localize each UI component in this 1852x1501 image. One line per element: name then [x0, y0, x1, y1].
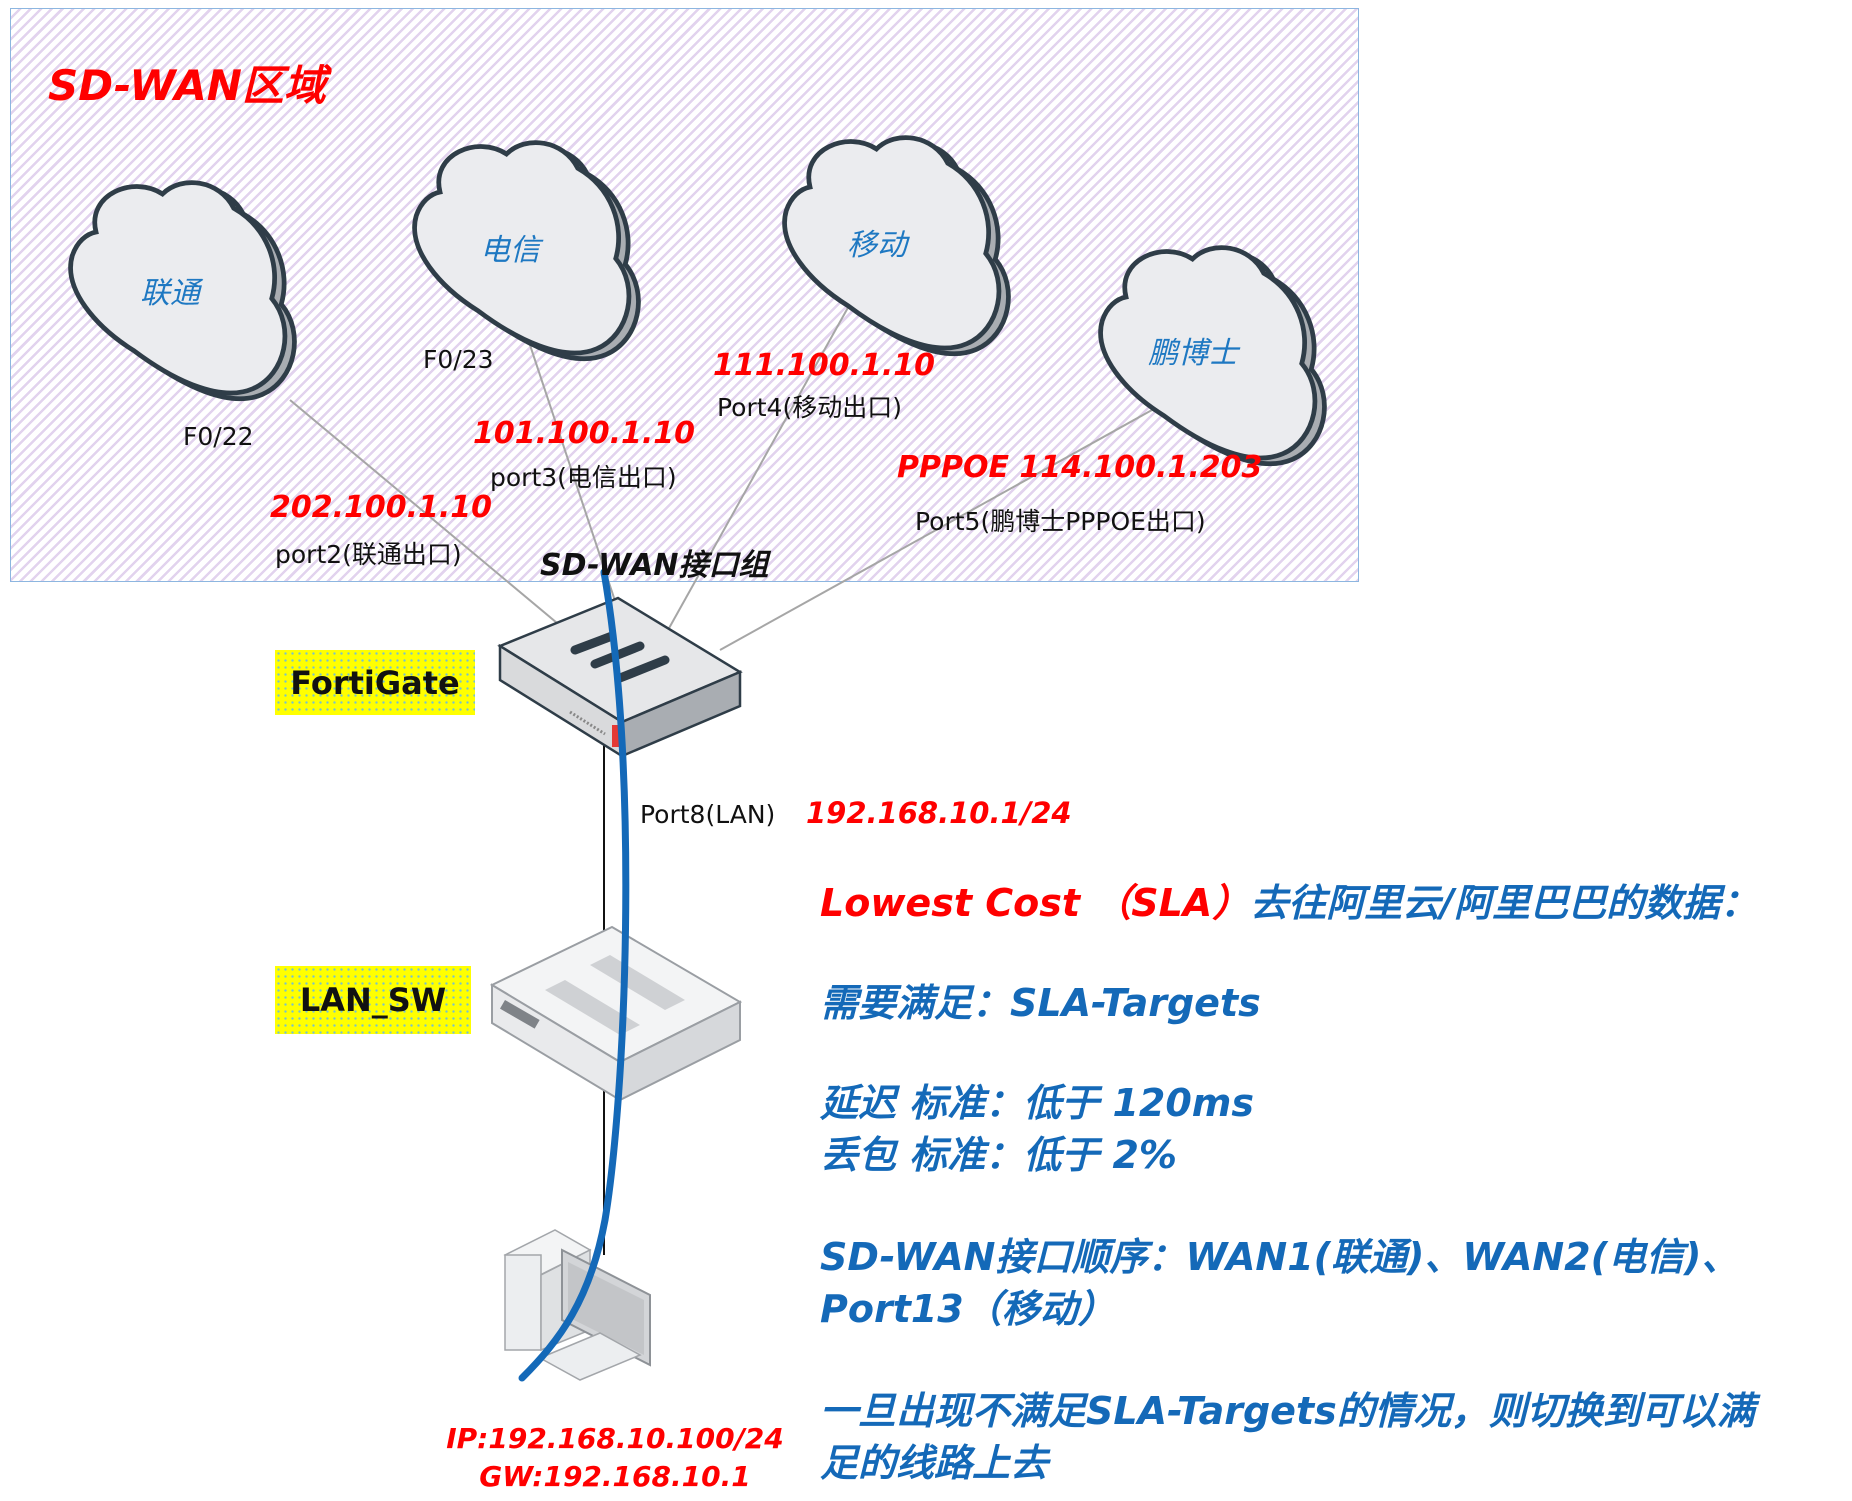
note-policy-target: 去往阿里云/阿里巴巴的数据：	[1250, 881, 1759, 925]
fortigate-label: FortiGate	[275, 650, 475, 715]
note-failover-1: 一旦出现不满足SLA-Targets的情况，则切换到可以满	[820, 1389, 1755, 1433]
traffic-path	[518, 568, 630, 1382]
cloud-label-mobile: 移动	[847, 228, 907, 263]
link-drpeng	[719, 399, 1171, 651]
zone-title: SD-WAN区域	[48, 61, 326, 110]
note-interface-order-1: SD-WAN接口顺序：WAN1(联通)、WAN2(电信)、	[820, 1235, 1740, 1279]
wan-ip-unicom: 202.100.1.10	[270, 490, 493, 525]
wan-ip-mobile: 111.100.1.10	[713, 348, 936, 383]
wan-ip-telecom: 101.100.1.10	[473, 416, 696, 451]
pc-icon	[503, 1229, 651, 1381]
lan-ip-label: 192.168.10.1/24	[806, 796, 1072, 830]
note-interface-order-2: Port13（移动）	[820, 1287, 1116, 1331]
cloud-label-drpeng: 鹏博士	[1148, 336, 1238, 371]
pc-ip-label: IP:192.168.10.100/24	[446, 1422, 784, 1455]
lan-switch-icon	[489, 925, 743, 1102]
link-telecom	[524, 329, 629, 641]
note-latency: 延迟 标准：低于 120ms	[820, 1081, 1254, 1125]
fortigate-device-icon	[497, 596, 743, 759]
note-failover-2: 足的线路上去	[820, 1441, 1049, 1485]
switch-port-f023: F0/23	[423, 345, 494, 374]
note-policy-mode: Lowest Cost （SLA）	[820, 881, 1251, 925]
switch-port-f022: F0/22	[183, 422, 254, 451]
wan-port-unicom: port2(联通出口)	[275, 540, 462, 569]
wan-ip-drpeng: PPPOE 114.100.1.203	[897, 450, 1263, 485]
link-unicom	[289, 399, 576, 639]
pc-gateway-label: GW:192.168.10.1	[479, 1460, 751, 1493]
wan-port-telecom: port3(电信出口)	[490, 463, 677, 492]
lan-switch-label: LAN_SW	[275, 966, 471, 1034]
link-mobile	[667, 294, 856, 631]
cloud-label-telecom: 电信	[480, 233, 540, 268]
note-sla-requirement: 需要满足：SLA-Targets	[820, 981, 1261, 1025]
cloud-label-unicom: 联通	[140, 276, 200, 311]
lan-port-label: Port8(LAN)	[640, 800, 776, 829]
wan-port-mobile: Port4(移动出口)	[717, 393, 902, 422]
wan-port-drpeng: Port5(鹏博士PPPOE出口)	[915, 507, 1206, 536]
note-packet-loss: 丢包 标准：低于 2%	[820, 1133, 1177, 1177]
sdwan-group-label: SD-WAN接口组	[540, 548, 769, 583]
note-policy-line: Lowest Cost （SLA）去往阿里云/阿里巴巴的数据：	[820, 872, 1758, 927]
